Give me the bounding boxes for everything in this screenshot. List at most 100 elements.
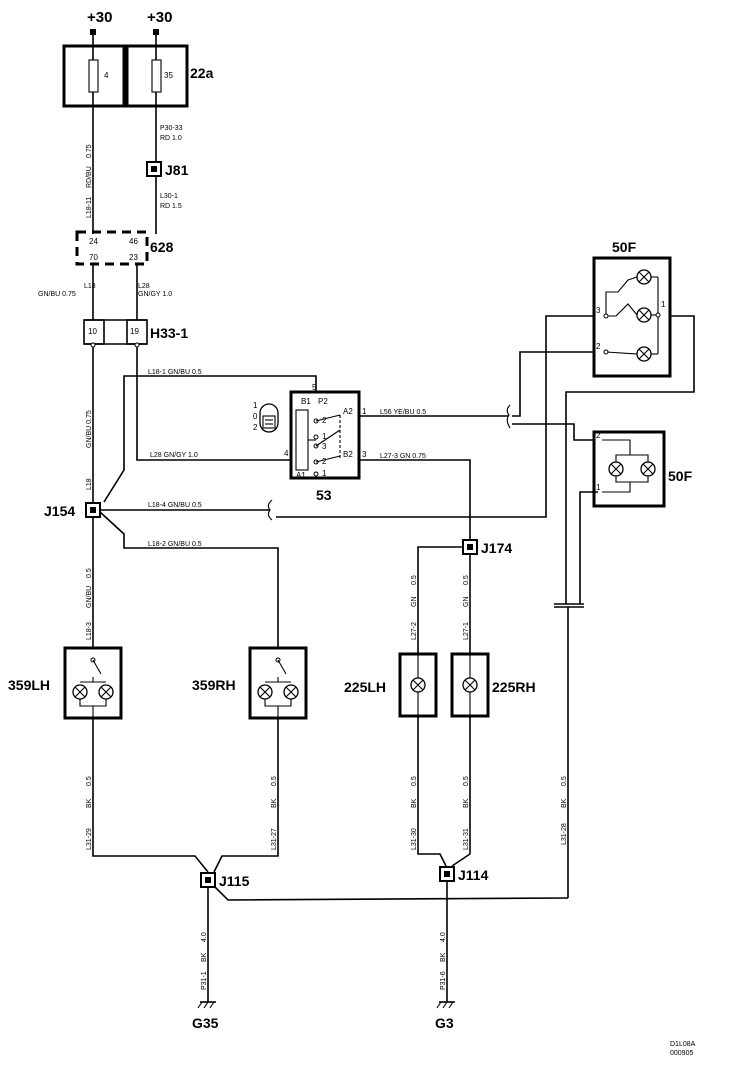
wire-label: RD 1.5 [160, 203, 182, 210]
connector-j81 [146, 161, 162, 177]
wire-label: BK [86, 798, 93, 808]
wire-label: L30-1 [160, 193, 178, 200]
wire-label: 0.5 [271, 776, 278, 786]
pin-label: 1 [322, 469, 327, 478]
supply-right-label: +30 [147, 9, 172, 26]
wire-label: L18-11 [86, 197, 93, 218]
ground-g3-label: G3 [435, 1015, 454, 1031]
pin-label: 46 [129, 237, 138, 246]
wire-l31-29 [92, 718, 209, 873]
wire-label: GN/BU 0.75 [38, 291, 76, 298]
connector-j115-dot [205, 877, 211, 883]
pin-label: 1 [596, 483, 601, 492]
lamp-359lh-label: 359LH [8, 677, 50, 693]
pin-label: 70 [89, 253, 98, 262]
wire-label: L27-1 [463, 622, 470, 640]
wire-label: 0.5 [86, 568, 93, 578]
wire-label: BK [440, 952, 447, 962]
fuse-right-number: 35 [164, 71, 173, 80]
pin-label: 3 [596, 306, 601, 315]
switch-53-label: 53 [316, 487, 332, 503]
j115-label: J115 [219, 873, 250, 889]
lamp-359rh-label: 359RH [192, 677, 236, 693]
wire-label: L31-29 [86, 828, 93, 850]
wire-label: 0.5 [411, 575, 418, 585]
wire-label: BK [561, 798, 568, 808]
fusebox-22a: 4 35 [62, 44, 189, 108]
pin-label: 19 [130, 327, 139, 336]
connector-j174-dot [467, 544, 473, 550]
wire-label: GN/BU [86, 586, 93, 608]
fuse-left-number: 4 [104, 71, 109, 80]
wire-l27-2 [417, 546, 463, 654]
pin-label: 1 [253, 401, 258, 410]
unit-50f-mid: 2 1 [592, 430, 666, 508]
switch-position-symbol: 1 0 2 [253, 401, 279, 433]
wire-l18-2 [99, 511, 279, 648]
wire-label: GN [463, 597, 470, 608]
wire-label: GN [411, 597, 418, 608]
connector-j114-dot [444, 871, 450, 877]
wire-label: 0.5 [463, 575, 470, 585]
wire-l18-1 [103, 375, 317, 503]
fusebox-label: 22a [190, 65, 214, 81]
wire-label: GN/GY 1.0 [138, 291, 172, 298]
j114-label: J114 [458, 867, 489, 883]
wire-label: 0.5 [463, 776, 470, 786]
wire-to-50f-mid-2 [512, 423, 598, 441]
j154-label: J154 [44, 503, 75, 519]
wire-label: L28 GN/GY 1.0 [150, 452, 198, 459]
pin-label: 2 [322, 416, 327, 425]
ground-g35-symbol [197, 1001, 216, 1009]
wire-label: L31-30 [411, 828, 418, 850]
pin-label: 3 [362, 450, 367, 459]
lamp-359rh [248, 646, 308, 720]
j174-label: J174 [481, 540, 512, 556]
pin-label: 4 [284, 449, 289, 458]
wire-label: L18-3 [86, 622, 93, 640]
lamp-225lh-label: 225LH [344, 679, 386, 695]
lamp-225lh [398, 652, 438, 718]
wire-label: P31-6 [440, 971, 447, 990]
pin-label: 5 [312, 383, 317, 392]
pin-label: 2 [322, 457, 327, 466]
wire-l31-27 [213, 718, 279, 873]
unit-50f-top: 3 1 2 [592, 256, 672, 378]
pin-label: A2 [343, 407, 353, 416]
wire-label: L56 YE/BU 0.5 [380, 409, 426, 416]
wire-label: RD/BU [86, 166, 93, 188]
wire-label: 0.5 [561, 776, 568, 786]
wire-label: P31-1 [201, 971, 208, 990]
pin-label: 1 [362, 407, 367, 416]
drawing-date: 000905 [670, 1050, 693, 1057]
wire-j115-bus [214, 886, 569, 901]
wire-label: RD 1.0 [160, 135, 182, 142]
wire-label: BK [201, 952, 208, 962]
pin-label: 2 [596, 342, 601, 351]
pin-label: 23 [129, 253, 138, 262]
pin-label: 10 [88, 327, 97, 336]
pin-label: A1 [296, 471, 306, 480]
wire-label: 4.0 [201, 932, 208, 942]
pin-label: B1 [301, 397, 311, 406]
wire-label: L31-27 [271, 828, 278, 850]
wire-l28 [136, 347, 290, 461]
wire-label: L18 [86, 478, 93, 490]
wire-label: L18-2 GN/BU 0.5 [148, 541, 202, 548]
wire-label: BK [463, 798, 470, 808]
pin-label: P2 [318, 397, 328, 406]
drawing-code: D1L08A [670, 1041, 696, 1048]
wire-50f-ground [565, 315, 695, 604]
wire-50f-mid-ground [579, 491, 598, 604]
lamp-225rh-label: 225RH [492, 679, 536, 695]
pin-label: 1 [322, 432, 327, 441]
wire-label: L27-2 [411, 622, 418, 640]
wire-label: GN/BU 0.75 [86, 410, 93, 448]
supply-left-label: +30 [87, 9, 112, 26]
pin-label: B2 [343, 450, 353, 459]
unit-50f-mid-label: 50F [668, 468, 693, 484]
switch-53: B1 P2 A2 B2 A1 2 1 3 2 1 [289, 390, 361, 480]
pin-label: 3 [322, 442, 327, 451]
connector-628-label: 628 [150, 239, 174, 255]
